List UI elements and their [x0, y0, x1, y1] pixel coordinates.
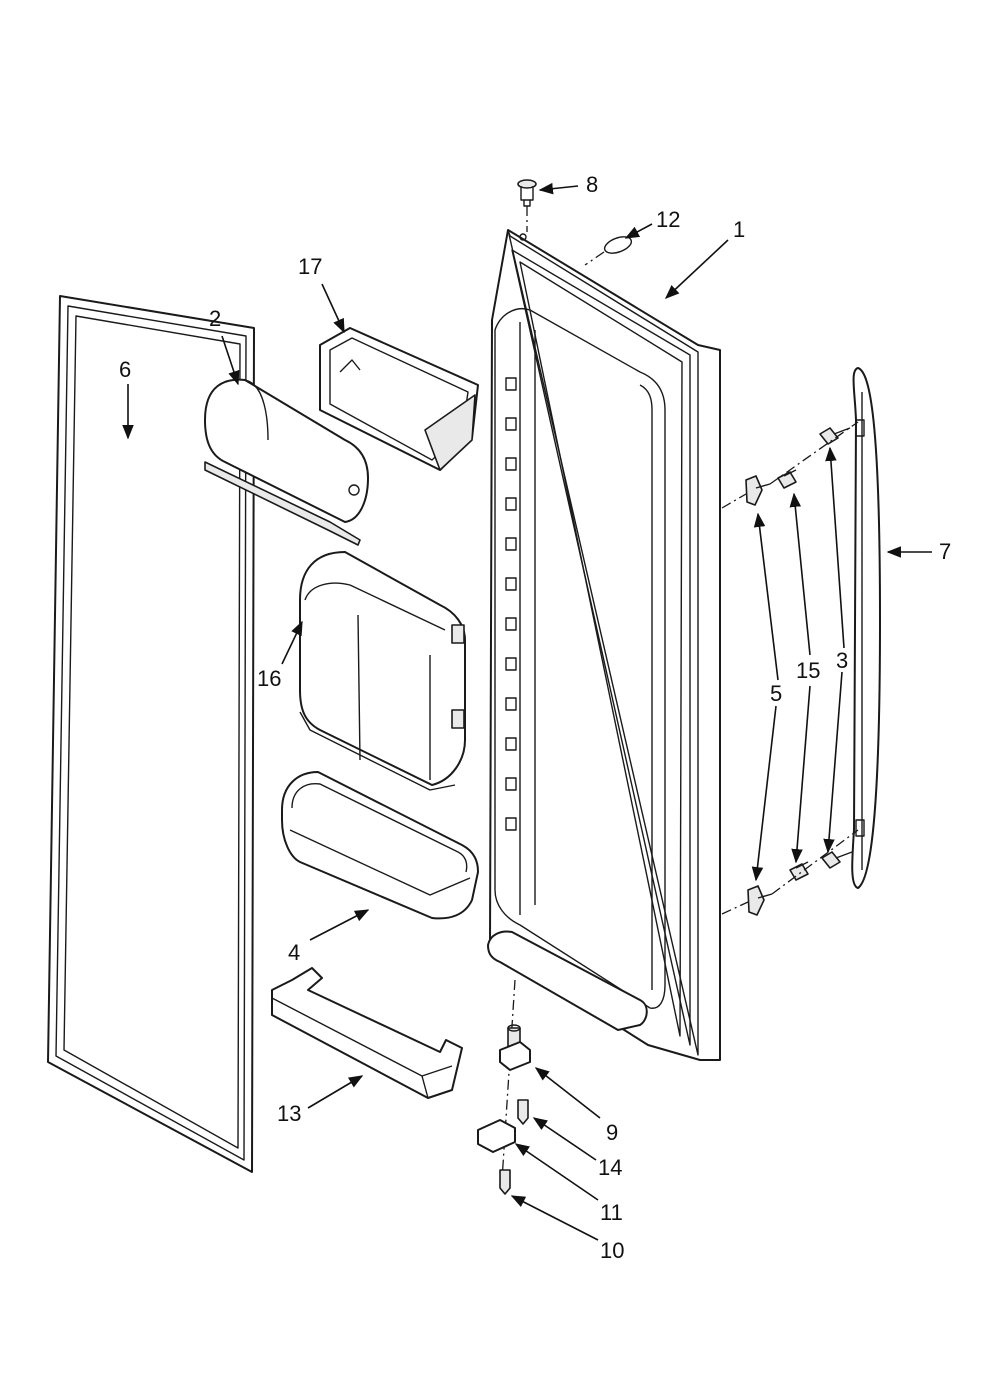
- part-1-door-assembly: [487, 229, 721, 1061]
- callout-11: 11: [600, 1200, 623, 1225]
- callout-8: 8: [586, 172, 598, 197]
- part-4-door-shelf-bin: [281, 771, 479, 920]
- part-3-screw-top: [819, 427, 851, 445]
- part-5-handle-bracket-bottom: [747, 885, 773, 916]
- callout-7: 7: [939, 539, 951, 564]
- part-13-lower-shelf-bar: [271, 967, 463, 1099]
- part-17-upper-door-bin: [319, 327, 479, 471]
- part-16-storage-bin: [299, 551, 466, 791]
- part-9-lower-hinge-pin: [499, 1024, 531, 1071]
- callout-2: 2: [209, 306, 221, 331]
- callout-5: 5: [770, 681, 782, 706]
- callout-12: 12: [656, 207, 680, 232]
- leader-arrows: [122, 182, 932, 1241]
- callout-10: 10: [600, 1238, 624, 1263]
- callout-4: 4: [288, 940, 300, 965]
- callout-17: 17: [298, 254, 322, 279]
- part-15-screw-top: [777, 469, 797, 489]
- part-8-hinge-pin: [517, 179, 537, 232]
- part-15-screw-bottom: [789, 861, 809, 881]
- callout-1: 1: [733, 217, 745, 242]
- callout-16: 16: [257, 666, 281, 691]
- liner-shelf-slots: [505, 377, 517, 831]
- part-11-hinge-spacer: [477, 1119, 516, 1153]
- part-12-washer: [584, 236, 633, 266]
- callout-15: 15: [796, 658, 820, 683]
- callout-6: 6: [119, 357, 131, 382]
- part-10-screw: [499, 1169, 511, 1195]
- part-5-handle-bracket-top: [745, 475, 771, 506]
- part-2-dairy-cover: [204, 378, 369, 546]
- part-14-screw: [517, 1099, 529, 1125]
- callout-9: 9: [606, 1120, 618, 1145]
- part-3-screw-bottom: [821, 851, 853, 869]
- part-6-door-gasket: [47, 295, 255, 1173]
- callout-14: 14: [598, 1155, 622, 1180]
- callout-3: 3: [836, 648, 848, 673]
- part-7-door-handle: [851, 367, 881, 889]
- callout-13: 13: [277, 1101, 301, 1126]
